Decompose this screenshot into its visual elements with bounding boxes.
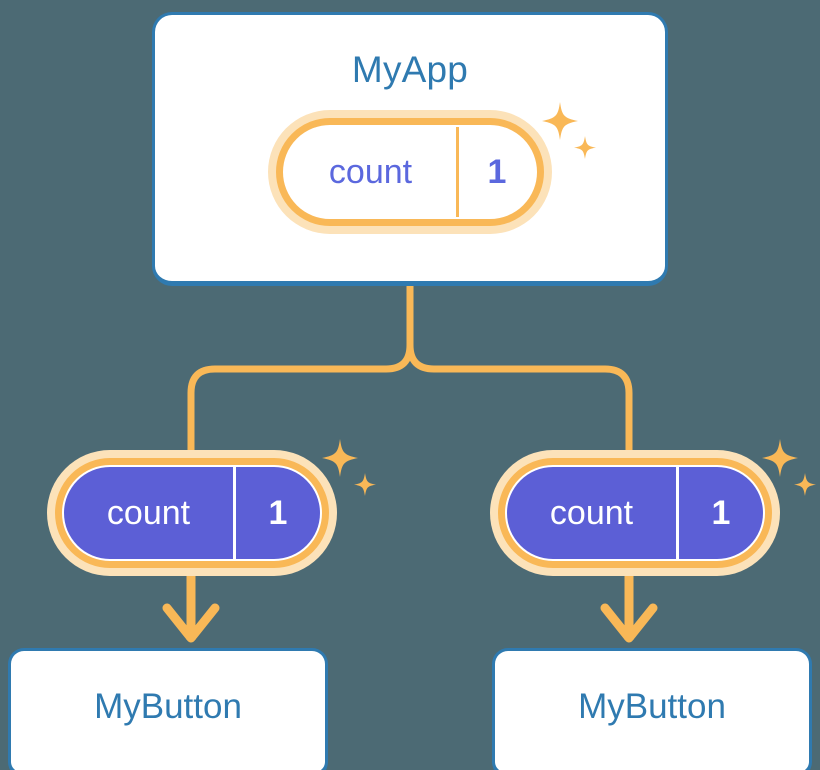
child-card-label: MyButton [578,687,726,726]
connector-branch-left [187,341,414,456]
page-title: MyApp [351,49,469,90]
arrow-down-left-head [162,603,220,643]
child-state-pill[interactable]: count 1 [47,450,337,576]
root-state-pill-ring: count 1 [276,118,544,226]
child-state-pill-body: count 1 [64,467,320,559]
child-component-card[interactable]: MyButton [8,648,328,770]
root-state-key: count [285,127,459,217]
arrow-down-right-head [600,603,658,643]
root-state-pill-body: count 1 [285,127,535,217]
connector-branch-right [406,341,633,456]
child-state-pill-body: count 1 [507,467,763,559]
child-state-key: count [507,467,679,559]
child-state-value: 1 [268,493,288,532]
child-state-pill[interactable]: count 1 [490,450,780,576]
child-component-card[interactable]: MyButton [492,648,812,770]
child-state-pill-ring: count 1 [498,458,772,568]
child-state-key: count [64,467,236,559]
child-state-value: 1 [711,493,731,532]
child-state-pill-ring: count 1 [55,458,329,568]
root-state-value: 1 [487,152,507,191]
root-state-pill[interactable]: count 1 [268,110,552,234]
child-card-label: MyButton [94,687,242,726]
